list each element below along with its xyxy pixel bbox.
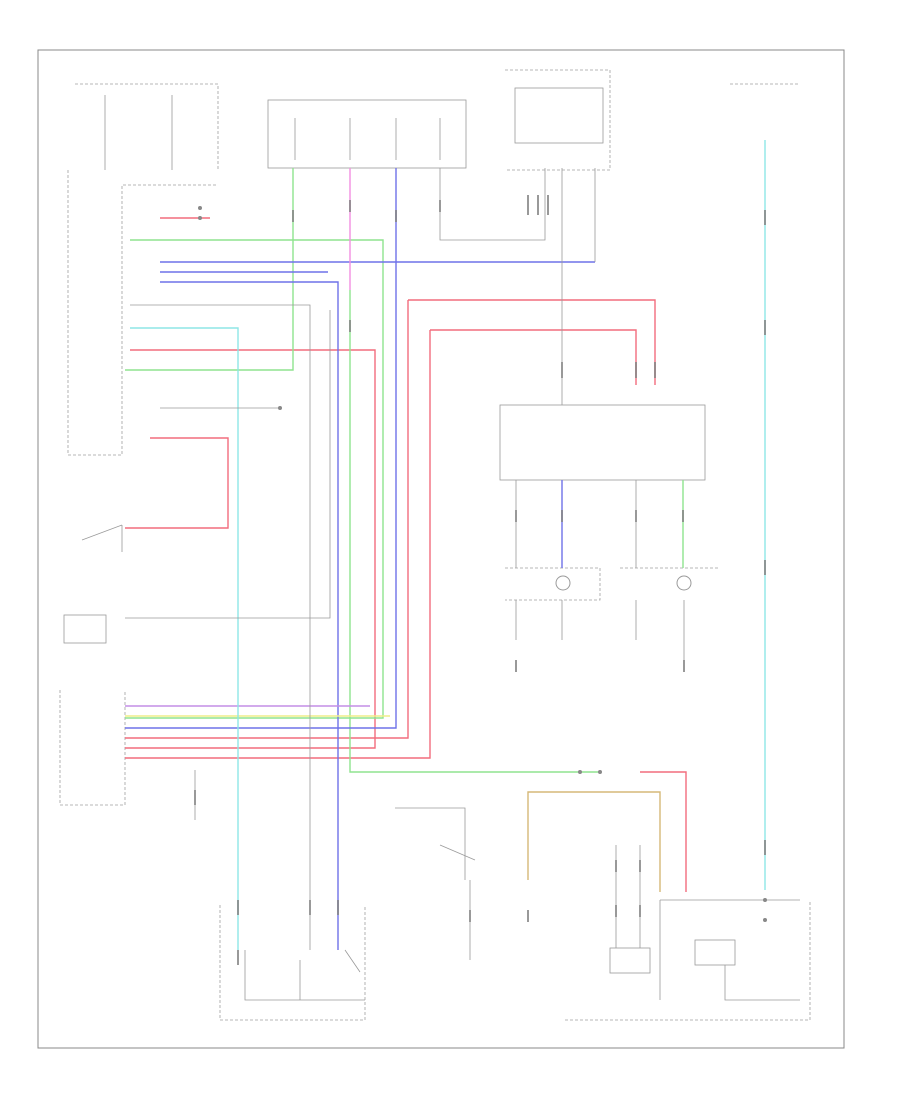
diagram-frame (37, 49, 845, 1049)
headlight-left (505, 567, 601, 601)
meter-assembly-box (565, 900, 811, 1021)
relay-box (267, 99, 467, 169)
wires (125, 140, 766, 960)
fuse-box-left (75, 83, 219, 170)
wire-green-1 (125, 239, 384, 719)
relay-box-middle (499, 404, 706, 481)
junction-dots (198, 206, 767, 922)
wire-red-8 (640, 771, 687, 892)
component-boxes (59, 69, 811, 1021)
light-control-switch (63, 614, 107, 644)
relay-box-contacts (294, 118, 441, 160)
wire-gray-2 (125, 310, 331, 619)
switch-inner (514, 87, 604, 144)
wire-red-2 (125, 349, 376, 749)
switch-box-top (505, 69, 611, 171)
ecu-bottom-left (59, 690, 126, 806)
meter-inner-1 (609, 947, 651, 974)
wire-red-6 (125, 300, 409, 739)
wire-red-5 (430, 329, 637, 385)
wire-cyan-1 (130, 327, 239, 950)
wire-red-7 (125, 330, 431, 759)
headlight-left-lamp (555, 575, 571, 591)
combo-switch-contacts (244, 949, 365, 1001)
wire-green-2 (125, 168, 294, 371)
combo-switch-box (219, 905, 366, 1021)
meter-inner-2 (694, 939, 736, 966)
ecu-block (67, 170, 218, 456)
wire-gray-11 (615, 845, 641, 948)
wire-gray-7 (515, 480, 637, 568)
wire-gray-4 (439, 168, 546, 241)
wire-gray-1 (130, 304, 311, 950)
wire-gray-8 (515, 600, 685, 660)
door-switch (81, 524, 123, 552)
wire-blue-3 (160, 281, 339, 950)
meter-bus (659, 899, 800, 1001)
headlight-right-lamp (676, 575, 692, 591)
wire-red-3 (125, 437, 229, 529)
wire-red-4 (408, 299, 656, 385)
connector-ticks (194, 195, 766, 965)
brake-switch (395, 807, 476, 880)
wire-blue-4 (125, 168, 397, 729)
wire-green-3 (349, 290, 600, 773)
wire-tan-1 (527, 791, 661, 892)
